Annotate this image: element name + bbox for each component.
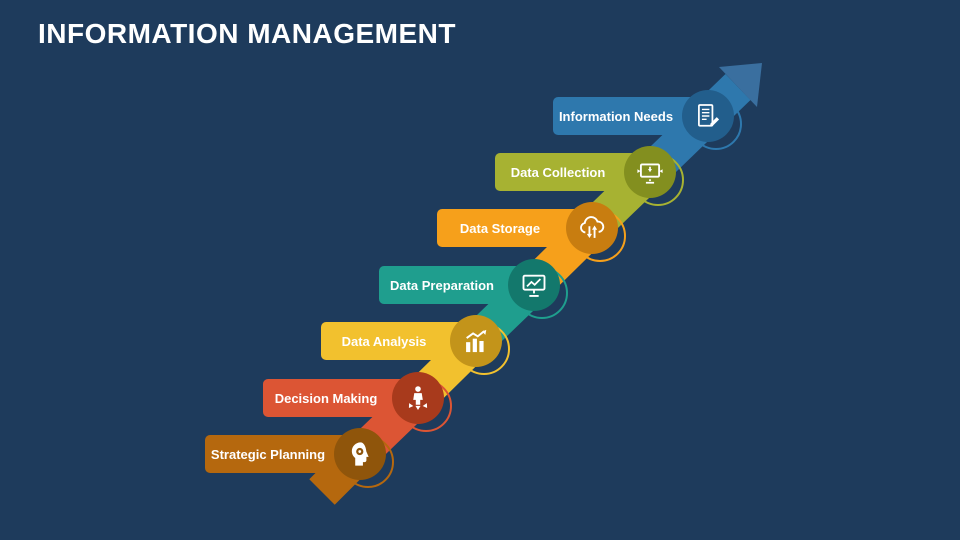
step-label-pill[interactable]: Decision Making (263, 379, 415, 417)
step-circle[interactable] (450, 315, 502, 367)
step-data-collection: Data Collection (495, 146, 707, 206)
step-label-pill[interactable]: Data Analysis (321, 322, 473, 360)
step-label-pill[interactable]: Strategic Planning (205, 435, 357, 473)
step-label: Data Collection (510, 164, 606, 180)
step-circle[interactable] (392, 372, 444, 424)
bar-chart-icon (466, 329, 487, 353)
step-circle[interactable] (508, 259, 560, 311)
step-circle[interactable] (682, 90, 734, 142)
step-label: Strategic Planning (210, 446, 326, 462)
step-data-analysis: Data Analysis (321, 315, 533, 375)
step-label: Data Analysis (341, 333, 427, 349)
document-pencil-icon (698, 104, 720, 127)
step-label-pill[interactable]: Data Storage (437, 209, 589, 247)
monitor-chart-icon (522, 274, 546, 297)
step-circle[interactable] (334, 428, 386, 480)
ribbon-arrowhead (719, 63, 762, 107)
step-circle[interactable] (624, 146, 676, 198)
cloud-arrows-icon (580, 216, 605, 239)
step-strategic-planning: Strategic Planning (205, 428, 417, 488)
step-circle[interactable] (566, 202, 618, 254)
monitor-arrows-icon (637, 163, 663, 184)
slide-title: INFORMATION MANAGEMENT (38, 18, 456, 49)
step-label-pill[interactable]: Data Preparation (379, 266, 531, 304)
person-arrows-icon (408, 386, 428, 411)
step-label: Information Needs (558, 108, 674, 124)
step-label: Data Preparation (389, 277, 495, 293)
head-gear-icon (351, 442, 369, 466)
step-label-pill[interactable]: Information Needs (553, 97, 705, 135)
step-data-storage: Data Storage (437, 202, 649, 262)
step-label-pill[interactable]: Data Collection (495, 153, 647, 191)
step-information-needs: Information Needs (553, 90, 765, 150)
step-label: Decision Making (274, 390, 378, 406)
step-decision-making: Decision Making (263, 372, 475, 432)
step-label: Data Storage (459, 220, 541, 236)
step-data-preparation: Data Preparation (379, 259, 591, 319)
